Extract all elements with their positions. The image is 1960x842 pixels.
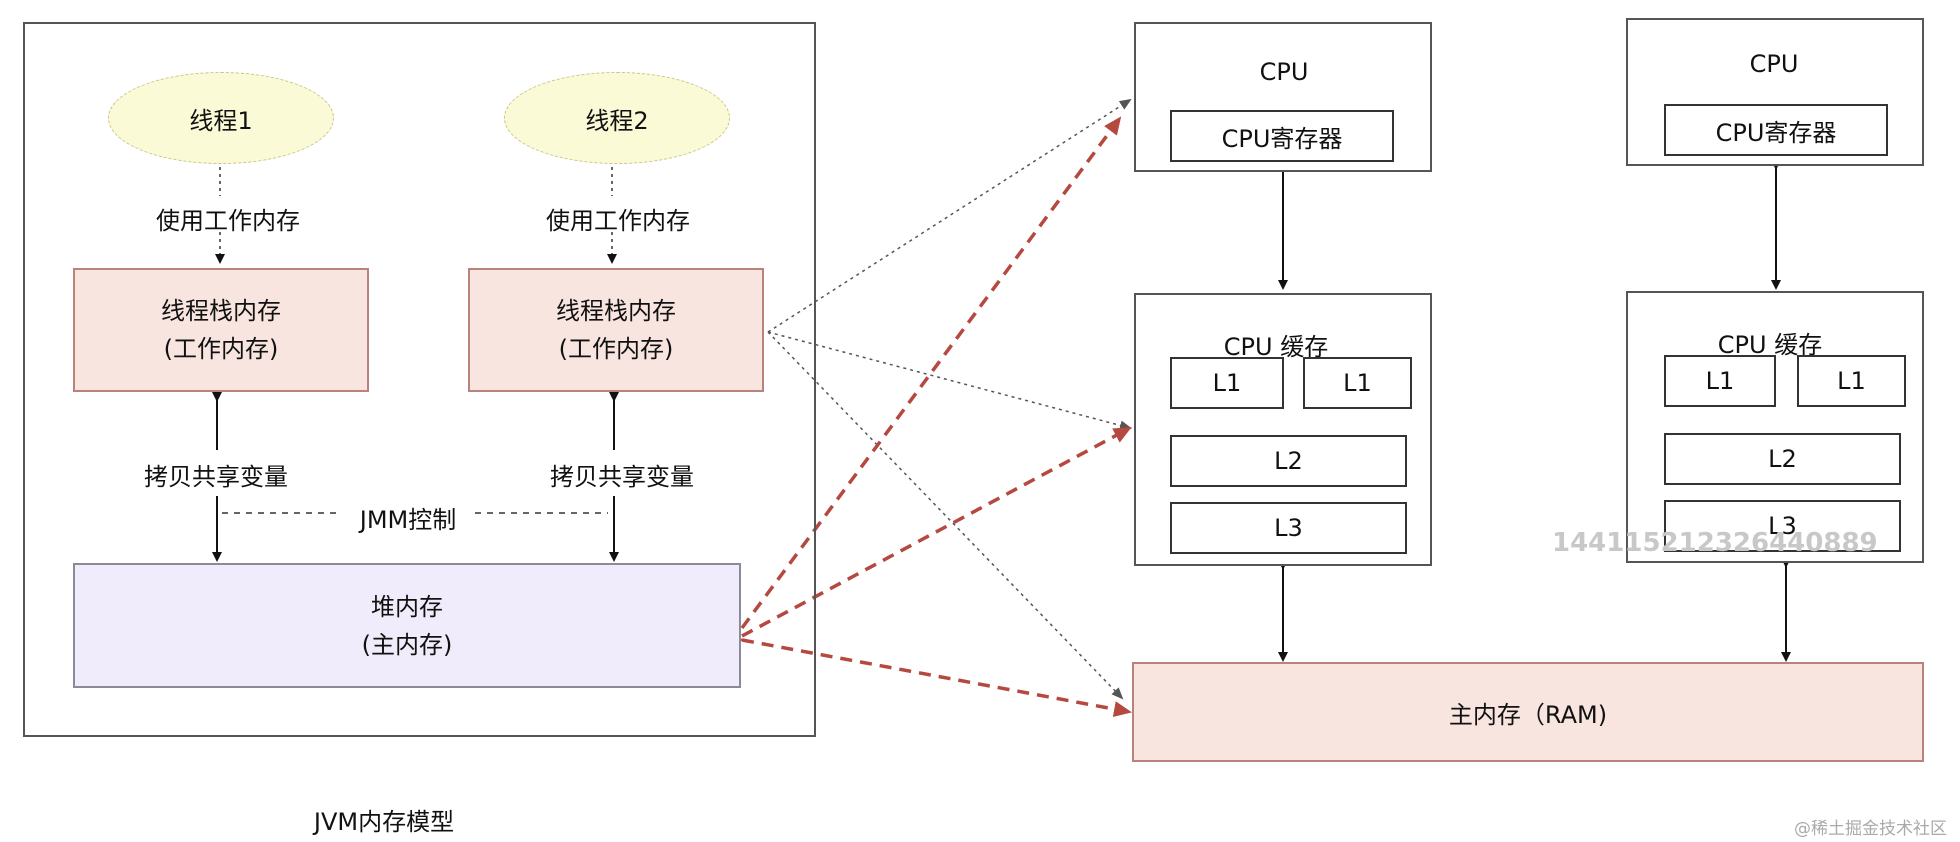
jmm-control-label: JMM控制 bbox=[359, 506, 457, 534]
stack-2-subtitle: (工作内存) bbox=[558, 335, 674, 363]
thread-2-label: 线程2 bbox=[585, 106, 649, 135]
cpu-1-title: CPU bbox=[1259, 58, 1309, 86]
use-work-memory-label-1: 使用工作内存 bbox=[156, 207, 300, 235]
thread-stack-memory-1: 线程栈内存 (工作内存) bbox=[73, 268, 369, 392]
stack-2-title: 线程栈内存 bbox=[556, 297, 676, 325]
cpu-1-l2-label: L2 bbox=[1274, 447, 1303, 475]
cpu-1-l1b-label: L1 bbox=[1343, 369, 1372, 397]
cpu-2-register-label: CPU寄存器 bbox=[1715, 118, 1837, 147]
cpu-1-l3-label: L3 bbox=[1274, 514, 1303, 542]
heap-memory: 堆内存 (主内存) bbox=[73, 563, 741, 688]
thread-stack-memory-2: 线程栈内存 (工作内存) bbox=[468, 268, 764, 392]
thread-1-node: 线程1 bbox=[108, 72, 334, 164]
cpu-1-l1b: L1 bbox=[1303, 357, 1412, 409]
main-memory-ram: 主内存（RAM) bbox=[1132, 662, 1924, 762]
stack-to-cpu-dotted-arrows bbox=[767, 98, 1132, 700]
cpu-2-l3: L3 bbox=[1664, 500, 1901, 552]
stack-1-title: 线程栈内存 bbox=[161, 297, 281, 325]
cpu-1-l3: L3 bbox=[1170, 502, 1407, 554]
cpu-1-l1a-label: L1 bbox=[1212, 369, 1242, 397]
use-work-memory-label-2: 使用工作内存 bbox=[546, 207, 690, 235]
copy-shared-variable-label-2: 拷贝共享变量 bbox=[550, 463, 694, 491]
cpu-1-l2: L2 bbox=[1170, 435, 1407, 487]
cpu-2-l1b: L1 bbox=[1797, 355, 1906, 407]
id-watermark: 1441152123264​40889 bbox=[1552, 528, 1878, 558]
cpu-2-l2: L2 bbox=[1664, 433, 1901, 485]
cpu-2-l1a: L1 bbox=[1664, 355, 1776, 407]
cpu-1-l1a: L1 bbox=[1170, 357, 1284, 409]
jvm-caption: JVM内存模型 bbox=[313, 808, 455, 836]
site-watermark: @稀土掘金技术社区 bbox=[1794, 819, 1947, 839]
thread-2-node: 线程2 bbox=[504, 72, 730, 164]
heap-to-hardware-red-arrows bbox=[724, 116, 1132, 717]
thread-1-label: 线程1 bbox=[189, 106, 253, 135]
copy-shared-variable-label-1: 拷贝共享变量 bbox=[144, 463, 288, 491]
cpu-2-register: CPU寄存器 bbox=[1664, 104, 1888, 156]
cpu-2-l2-label: L2 bbox=[1768, 445, 1797, 473]
heap-subtitle: (主内存) bbox=[361, 630, 453, 659]
cpu-1-cache-title: CPU 缓存 bbox=[1223, 333, 1329, 361]
cpu-2-l1b-label: L1 bbox=[1837, 367, 1866, 395]
cpu-2-l3-label: L3 bbox=[1768, 512, 1797, 540]
ram-label: 主内存（RAM) bbox=[1448, 700, 1608, 729]
jvm-memory-model-frame bbox=[23, 22, 816, 737]
cpu-2-l1a-label: L1 bbox=[1705, 367, 1735, 395]
heap-title: 堆内存 bbox=[371, 592, 443, 621]
cpu-2-title: CPU bbox=[1749, 50, 1799, 78]
cpu-1-register-label: CPU寄存器 bbox=[1221, 124, 1343, 153]
stack-1-subtitle: (工作内存) bbox=[163, 335, 279, 363]
cpu-2-cache-title: CPU 缓存 bbox=[1717, 331, 1823, 359]
cpu-1-register: CPU寄存器 bbox=[1170, 110, 1394, 162]
